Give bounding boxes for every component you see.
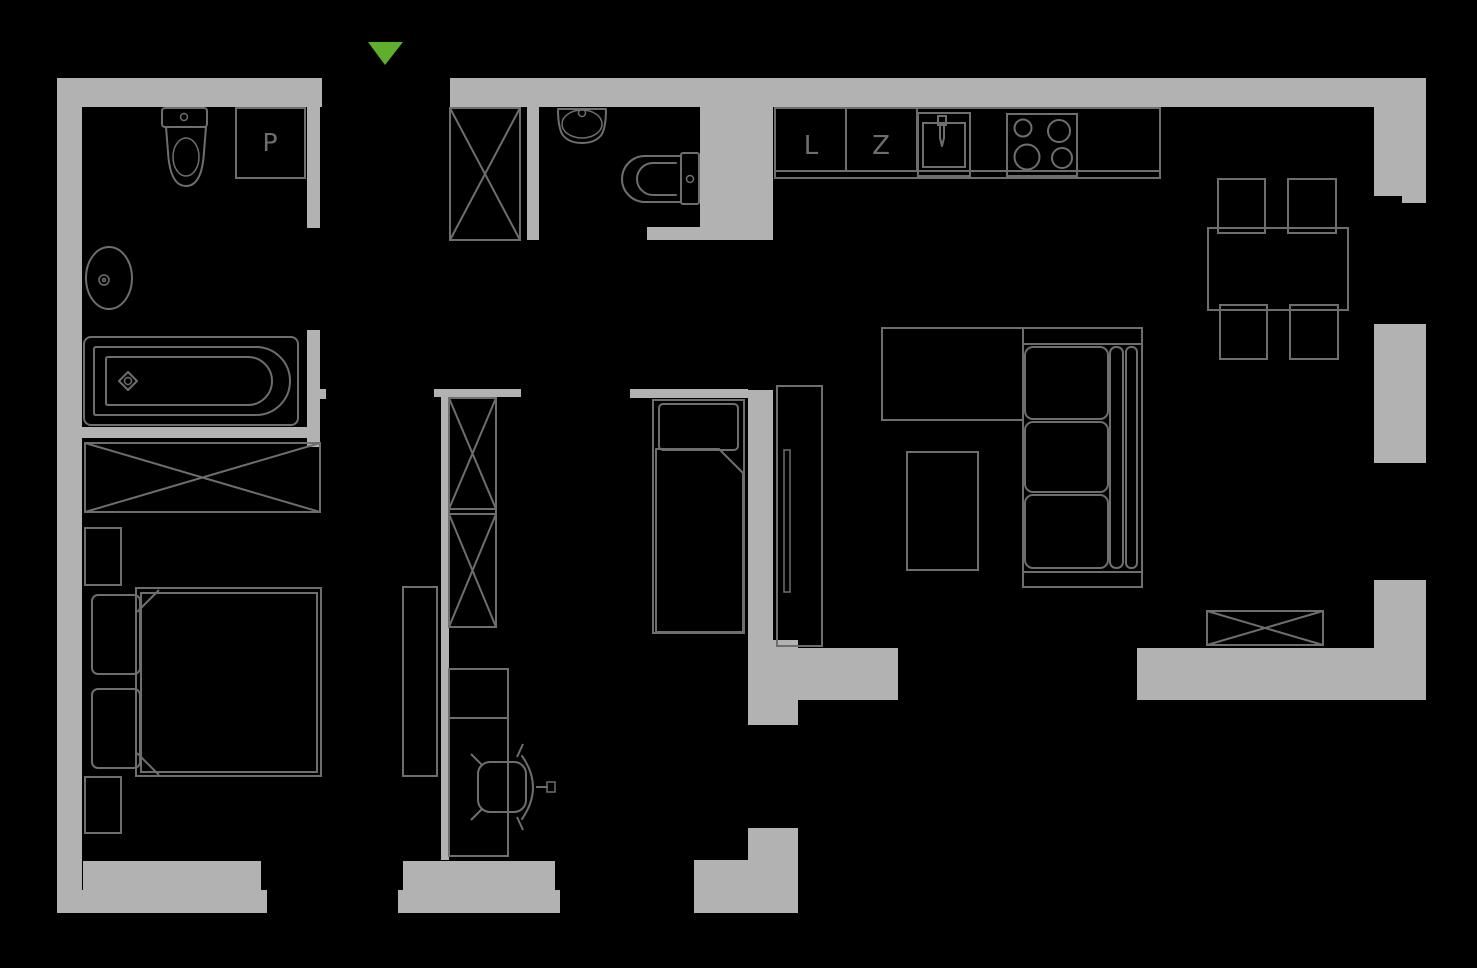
window-pier-top (1374, 107, 1426, 196)
bathroom-1: P (83, 107, 306, 426)
sliding-wardrobe (776, 385, 823, 647)
toilet (621, 152, 700, 205)
exterior-wall-bottom-right (1137, 648, 1426, 700)
dining-chair (1287, 178, 1337, 234)
kids-wall-block-lower (748, 828, 798, 913)
pillow (658, 403, 739, 451)
exterior-wall-bottom-left-b (57, 890, 267, 913)
dresser (402, 586, 438, 777)
dining-chair (1219, 304, 1268, 360)
bathroom-2 (557, 108, 700, 205)
washing-machine-label: P (262, 128, 277, 157)
kitchen-counter (774, 107, 1161, 179)
dishwasher-label: Z (872, 131, 890, 161)
tv-cabinet (1206, 610, 1324, 646)
bathtub-wall (82, 427, 320, 438)
exterior-wall-top (450, 78, 1426, 107)
hall-kids-wall-block (748, 640, 798, 725)
dining-chair (1217, 178, 1266, 234)
exterior-wall-bottom-left-a (83, 861, 261, 890)
bedroom (84, 442, 438, 834)
bathtub (83, 336, 299, 426)
walls (57, 78, 1426, 913)
hall-kids-wall (748, 390, 773, 640)
hall-closet (449, 107, 521, 241)
bathroom-sink (85, 246, 133, 310)
window-pier-middle (1374, 324, 1426, 463)
stove (1006, 113, 1078, 177)
toilet (161, 107, 208, 187)
wc-wall-bottom (647, 227, 700, 240)
pillow (91, 594, 141, 675)
bathroom-wall-lower (307, 330, 320, 447)
office-chair (470, 743, 556, 831)
tall-wardrobe (448, 397, 497, 628)
dining-table (1207, 227, 1349, 311)
wc-wall-block (700, 107, 773, 240)
exterior-wall-top-left (57, 78, 322, 107)
dining-chair (1289, 304, 1339, 360)
single-bed (652, 399, 745, 634)
bathroom-wall-upper (307, 107, 320, 228)
entrance-arrow-icon (368, 42, 403, 65)
nightstand (84, 776, 122, 834)
window-pier-top-notch (1402, 196, 1426, 203)
door-stub (319, 389, 326, 399)
sink (557, 108, 607, 144)
washing-machine: P (235, 107, 306, 179)
bathtub-faucet-icon (118, 371, 138, 391)
double-bed (91, 587, 322, 777)
exterior-wall-bottom-mid-b (398, 890, 560, 913)
nightstand (84, 527, 122, 586)
corner-sofa (881, 327, 1143, 588)
kitchen: L Z (774, 107, 1161, 179)
kids-wall-bottom (694, 860, 748, 913)
coffee-table (906, 451, 979, 571)
kids-room (448, 397, 745, 857)
corridor-wall-stub (434, 389, 521, 397)
corridor-wall (441, 397, 449, 860)
pillow (91, 688, 141, 769)
kitchen-sink (917, 112, 971, 177)
exterior-wall-bottom-mid-a (403, 861, 555, 890)
fridge-label: L (804, 131, 819, 161)
living-room (776, 327, 1324, 647)
kids-wall-top (630, 389, 748, 398)
wardrobe (84, 442, 321, 513)
exterior-wall-left (57, 78, 82, 913)
dining-area (1207, 178, 1349, 360)
closet-wall (527, 107, 539, 240)
